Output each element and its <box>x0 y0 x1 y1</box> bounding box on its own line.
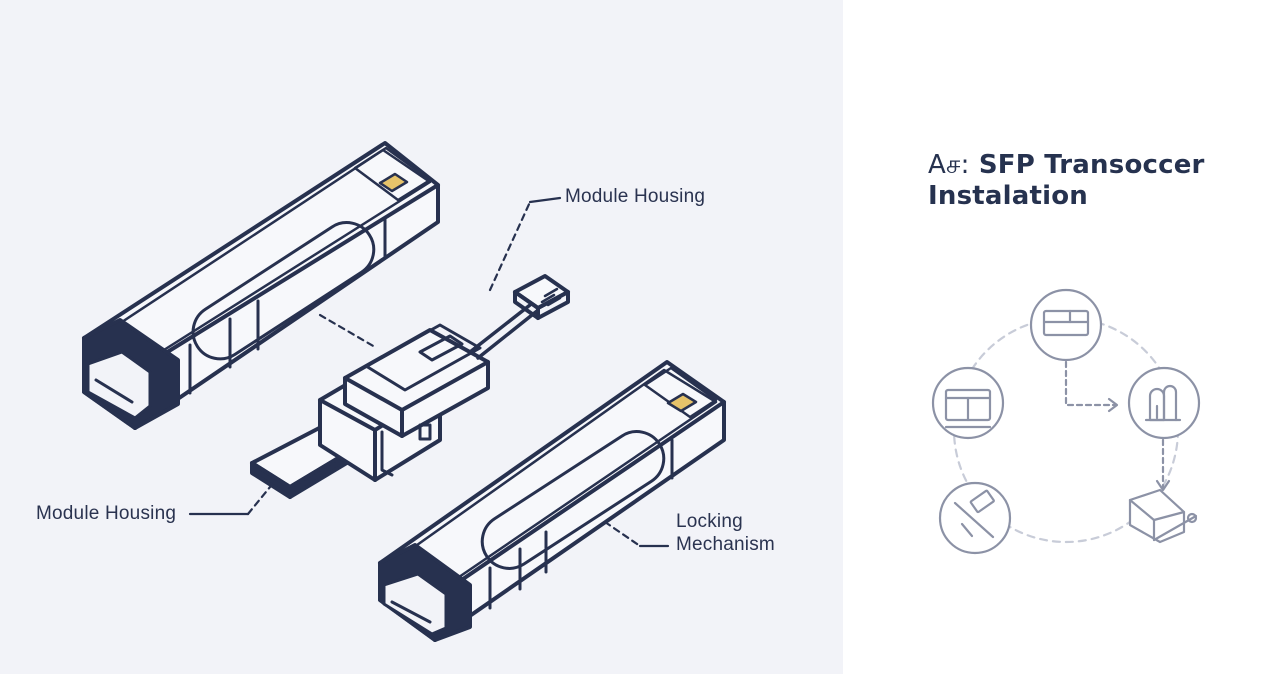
callout-locking-line1: Locking <box>676 511 743 532</box>
cable-icon <box>1128 488 1198 544</box>
cable-connector <box>250 274 570 499</box>
remove-icon <box>938 481 1012 555</box>
unlock-icon <box>1127 366 1201 440</box>
flow-arrows <box>1064 360 1171 492</box>
callout-locking-line2: Mechanism <box>676 534 775 555</box>
title-line2: Instalation <box>928 181 1089 211</box>
sfp-module-bottom <box>378 360 726 642</box>
title-prefix: Aச‌: <box>928 150 970 180</box>
leader-lines <box>188 196 670 548</box>
page-title: Aச‌: SFP Transoccer Instalation <box>928 150 1205 212</box>
title-line1: SFP Transoccer <box>978 150 1205 180</box>
callout-module-housing-top: Module Housing <box>565 186 706 207</box>
sfp-module-top <box>82 141 440 430</box>
callout-module-housing-left: Module Housing <box>36 503 177 524</box>
sfp-diagram <box>82 141 726 642</box>
module-icon <box>1029 288 1103 362</box>
port-icon <box>931 366 1005 440</box>
installation-cycle <box>931 288 1201 555</box>
